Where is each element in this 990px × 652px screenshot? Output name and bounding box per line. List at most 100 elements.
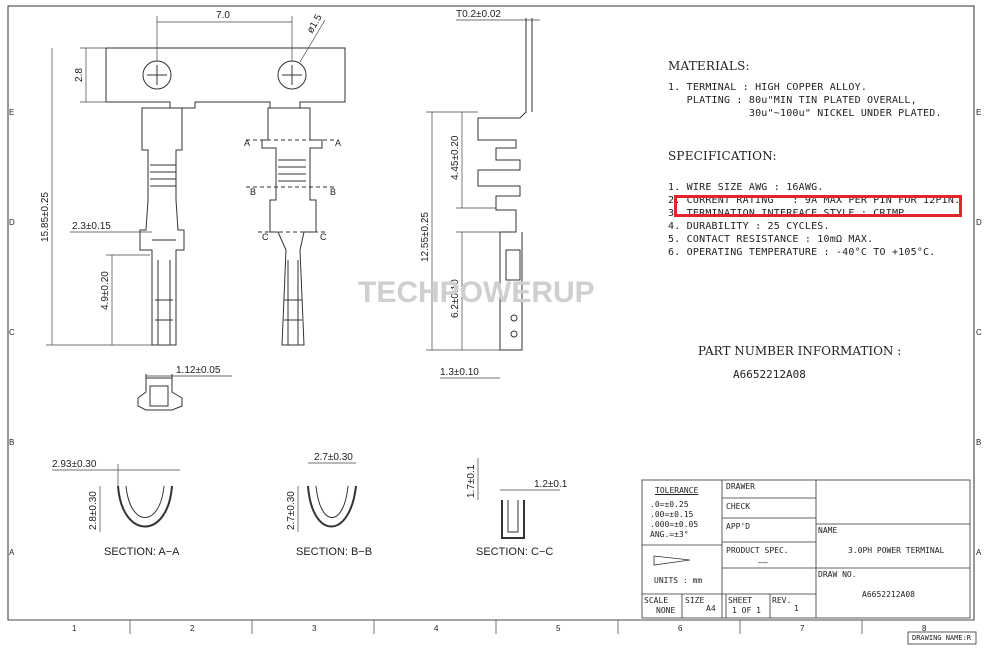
tolerance-title: TOLERANCE (655, 486, 699, 495)
dim-label: 2.7±0.30 (314, 452, 353, 463)
dim-label: 1.7±0.1 (466, 464, 477, 498)
col-label: 5 (556, 624, 561, 633)
row-labels: A B C D E A B C D E (9, 108, 982, 557)
column-ticks (8, 619, 974, 634)
section-title-b: SECTION: B−B (296, 546, 372, 558)
drawing-name-label: DRAWING NAME:R (912, 634, 972, 642)
rev-label: REV. (772, 596, 792, 605)
dim-label: 1.3±0.10 (440, 367, 479, 378)
materials-line: PLATING : 80u"MIN TIN PLATED OVERALL, (668, 95, 917, 106)
drawer-label: DRAWER (726, 482, 755, 491)
section-dim-labels: 2.93±0.30 2.8±0.30 2.7±0.30 2.7±0.30 1.2… (52, 452, 568, 530)
front-view (137, 374, 232, 411)
spec-item: 5. CONTACT RESISTANCE : 10mΩ MAX. (668, 234, 874, 245)
section-views (117, 485, 525, 539)
row-label: D (9, 218, 15, 227)
tolerance-row: ANG.=±3° (650, 530, 689, 539)
side-view-terminal (477, 18, 533, 351)
product-spec-label: PRODUCT SPEC. (726, 546, 789, 555)
section-dimensions (52, 458, 560, 532)
cut-letter-b: B (330, 187, 336, 197)
dim-label: 1.2±0.1 (534, 479, 568, 490)
part-number-value: A6652212A08 (733, 368, 806, 381)
size-value: A4 (706, 604, 716, 613)
check-label: CHECK (726, 502, 751, 511)
dim-label: 12.55±0.25 (420, 212, 431, 262)
row-label: B (9, 438, 14, 447)
cut-letter-a: A (244, 138, 250, 148)
row-label: B (976, 438, 981, 447)
spec-item: 6. OPERATING TEMPERATURE : -40°C TO +105… (668, 247, 936, 258)
row-label: C (976, 328, 982, 337)
dim-label: 4.9±0.20 (100, 271, 111, 310)
dim-label: 2.93±0.30 (52, 459, 97, 470)
materials-heading: MATERIALS: (668, 59, 750, 73)
tolerance-row: .00=±0.15 (650, 510, 694, 519)
row-label: C (9, 328, 15, 337)
cut-letter-c: C (320, 232, 327, 242)
side-view-dim-labels: T0.2±0.02 4.45±0.20 12.55±0.25 6.2±0.10 … (420, 9, 501, 378)
specification-heading: SPECIFICATION: (668, 149, 777, 163)
section-title-c: SECTION: C−C (476, 546, 553, 558)
dim-label: 6.2±0.10 (450, 279, 461, 318)
col-label: 4 (434, 624, 439, 633)
dim-label: ø1.5 (305, 12, 325, 35)
section-titles: SECTION: A−A SECTION: B−B SECTION: C−C (104, 546, 553, 558)
scale-label: SCALE (644, 596, 669, 605)
cut-letter-a: A (335, 138, 341, 148)
side-view-dimensions (426, 19, 540, 379)
name-value: 3.0PH POWER TERMINAL (848, 546, 945, 555)
dim-label: 2.8±0.30 (88, 491, 99, 530)
column-labels: 1 2 3 4 5 6 7 8 (72, 624, 927, 633)
col-label: 8 (922, 624, 927, 633)
col-label: 2 (190, 624, 195, 633)
row-label: E (9, 108, 14, 117)
watermark: TECHPOWERUP (358, 276, 595, 309)
dim-label: 4.45±0.20 (450, 135, 461, 180)
spec-item: 1. WIRE SIZE AWG : 16AWG. (668, 182, 824, 193)
materials-line: 1. TERMINAL : HIGH COPPER ALLOY. (668, 82, 868, 93)
top-view-dimensions (46, 16, 326, 346)
dim-label: T0.2±0.02 (456, 9, 501, 20)
draw-no-value: A6652212A08 (862, 590, 915, 599)
scale-value: NONE (656, 606, 676, 615)
row-label: D (976, 218, 982, 227)
draw-no-label: DRAW NO. (818, 570, 857, 579)
top-view-terminal (105, 47, 346, 346)
dim-label: 2.3±0.15 (72, 221, 111, 232)
part-number-heading: PART NUMBER INFORMATION : (698, 344, 902, 358)
dim-label: 2.8 (74, 68, 85, 82)
col-label: 3 (312, 624, 317, 633)
title-block (641, 479, 977, 645)
rev-value: 1 (794, 604, 799, 613)
highlight-box (674, 195, 962, 217)
cut-letters: A A B B C C (244, 138, 341, 242)
cut-letter-b: B (250, 187, 256, 197)
appd-label: APP'D (726, 522, 751, 531)
product-spec-value: —— (758, 558, 768, 567)
notes-panel: MATERIALS: 1. TERMINAL : HIGH COPPER ALL… (668, 60, 968, 259)
tolerance-row: .000=±0.05 (650, 520, 699, 529)
col-label: 6 (678, 624, 683, 633)
sheet-label: SHEET (728, 596, 753, 605)
sheet-value: 1 OF 1 (732, 606, 761, 615)
units-label: UNITS : mm (654, 576, 703, 585)
col-label: 1 (72, 624, 77, 633)
tolerance-row: .0=±0.25 (650, 500, 689, 509)
cut-letter-c: C (262, 232, 269, 242)
row-label: A (9, 548, 15, 557)
dim-label: 7.0 (216, 10, 230, 21)
spec-item: 4. DURABILITY : 25 CYCLES. (668, 221, 830, 232)
name-label: NAME (818, 526, 838, 535)
size-label: SIZE (685, 596, 705, 605)
row-label: A (976, 548, 982, 557)
dim-label: 2.7±0.30 (286, 491, 297, 530)
dim-label: 15.85±0.25 (40, 192, 51, 242)
dim-label: 1.12±0.05 (176, 365, 221, 376)
col-label: 7 (800, 624, 805, 633)
row-label: E (976, 108, 981, 117)
materials-line: 30u"~100u" NICKEL UNDER PLATED. (668, 108, 942, 119)
section-title-a: SECTION: A−A (104, 546, 180, 558)
